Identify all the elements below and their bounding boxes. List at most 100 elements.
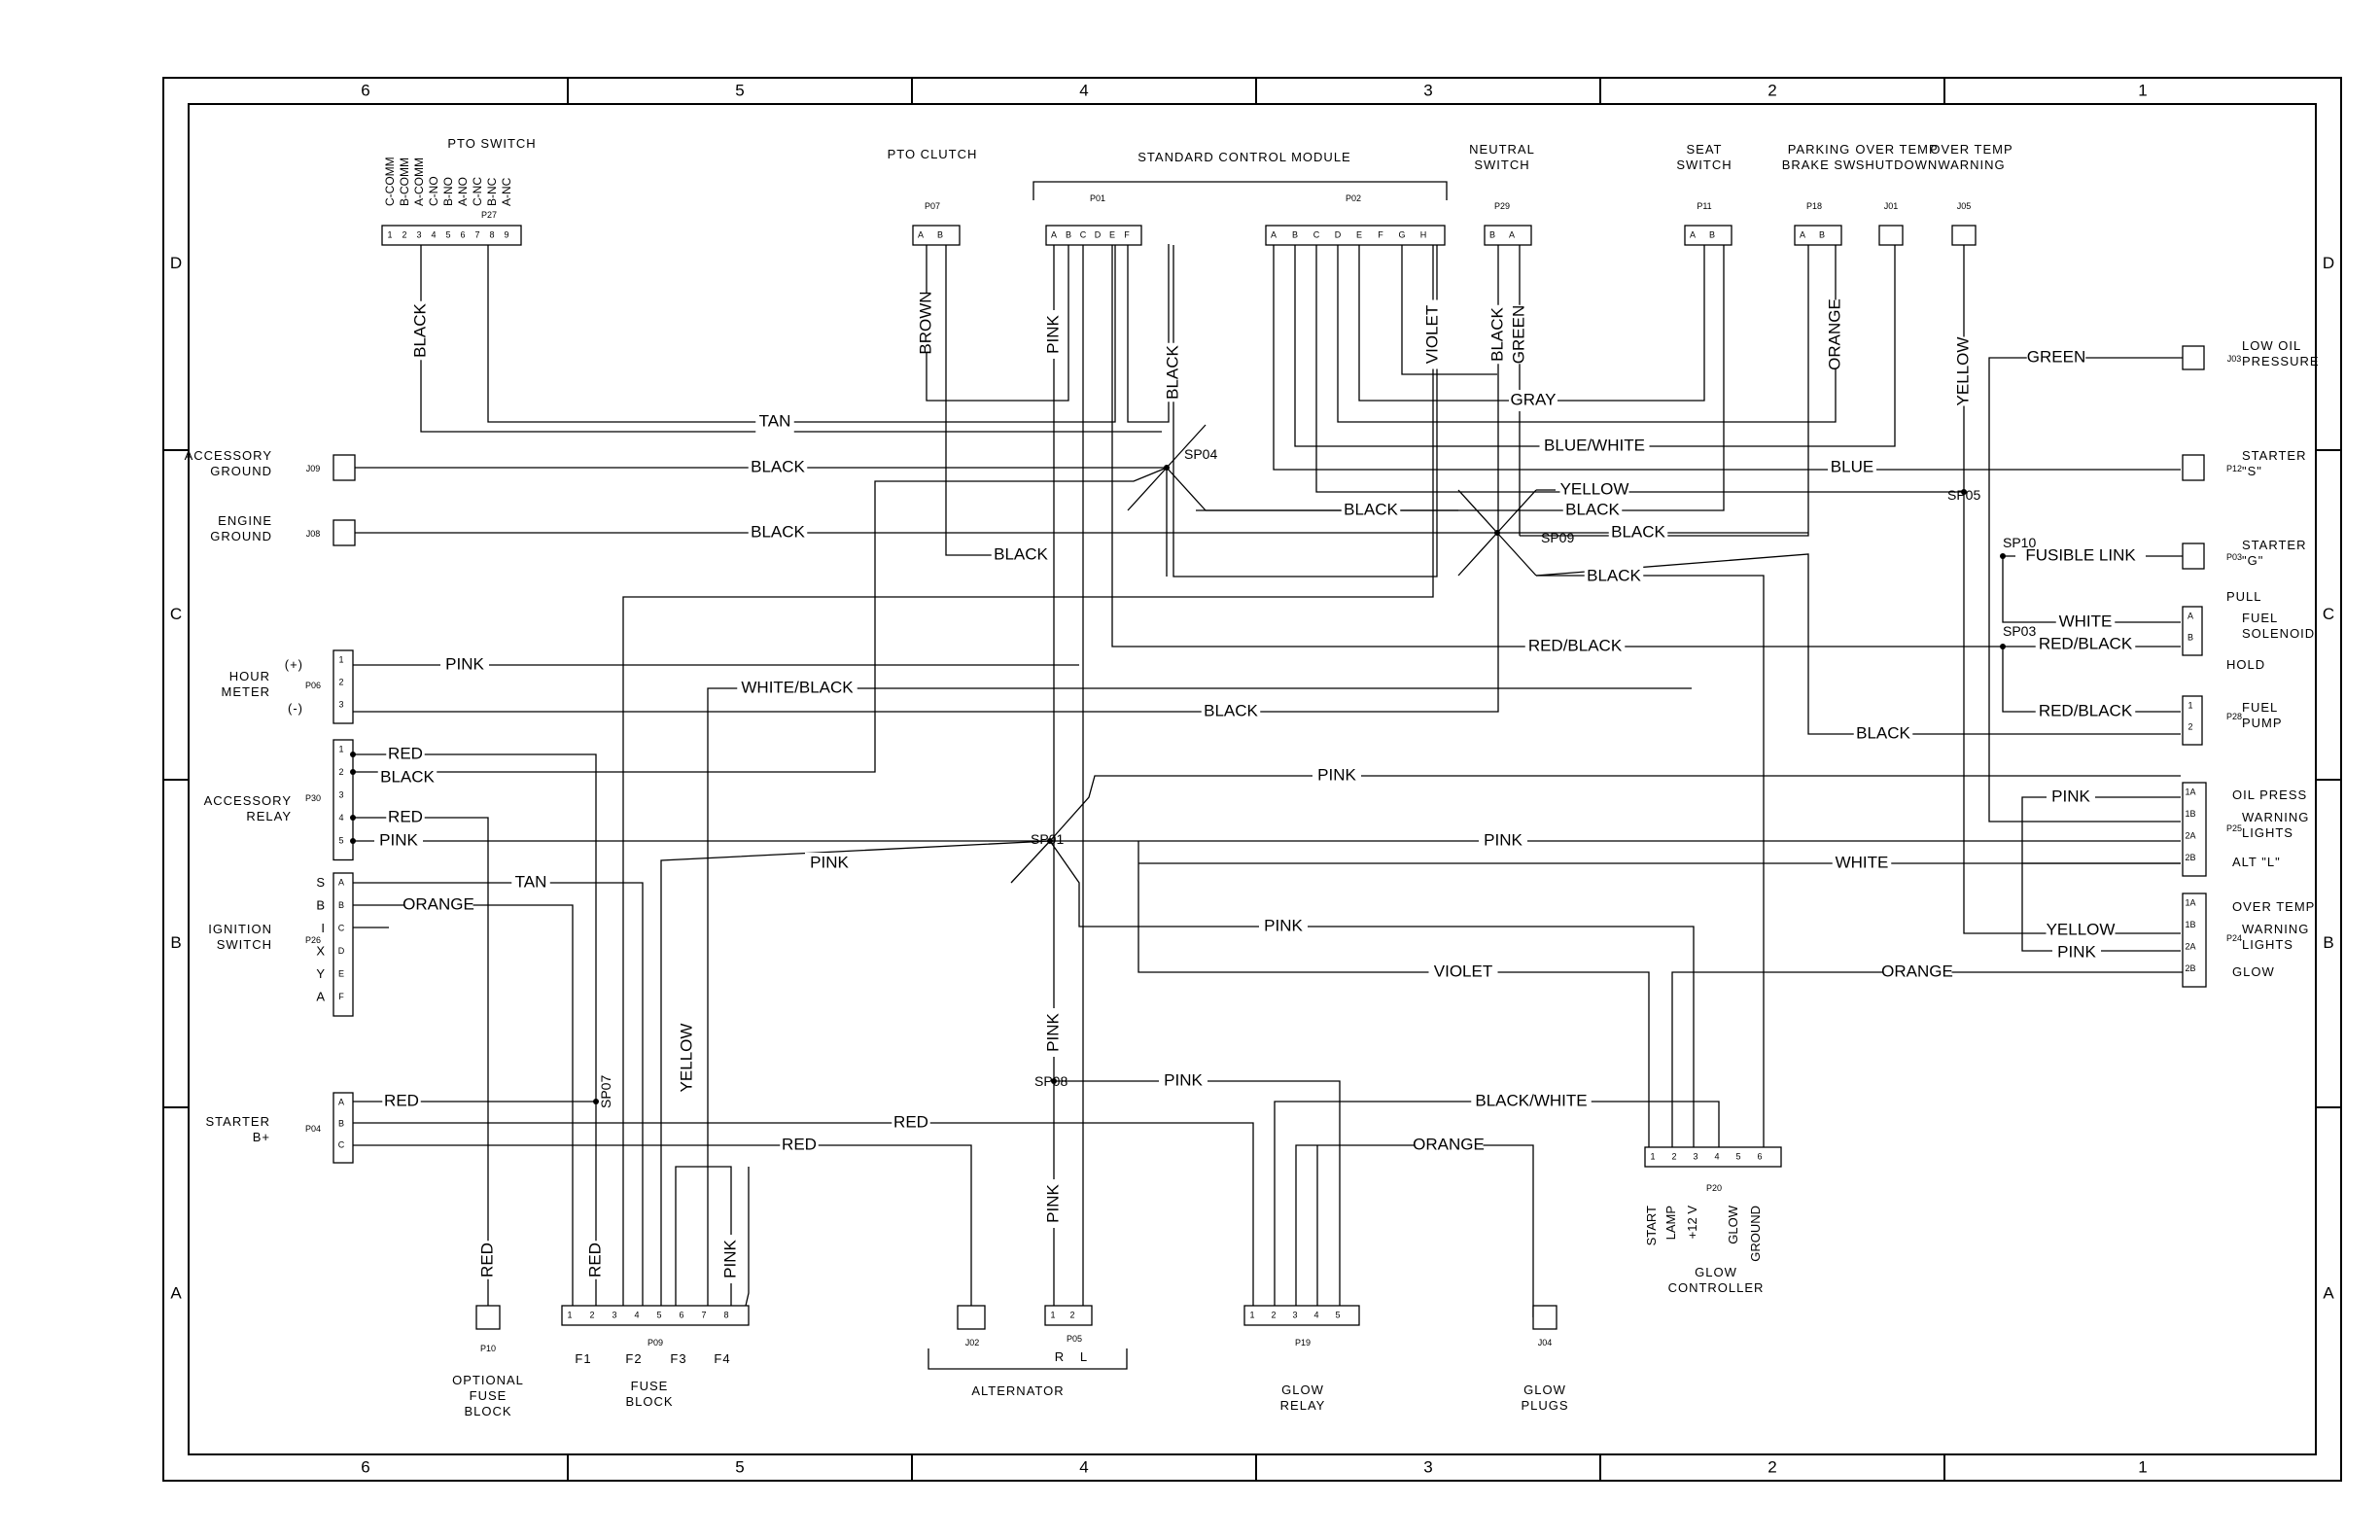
splice-id: SP07 (598, 1075, 613, 1108)
pin-label: B (1292, 229, 1298, 239)
splice-dot (593, 1099, 599, 1104)
splice-dot (2000, 553, 2006, 559)
pin-label: 4 (634, 1310, 639, 1319)
pin-label: 4 (338, 813, 343, 822)
splice-id: SP04 (1184, 446, 1217, 462)
wire-label: GREEN (1509, 305, 1527, 364)
low-oil-pressure-title: LOW OIL (2242, 338, 2301, 353)
pin-label: 7 (701, 1310, 706, 1319)
label-background (477, 1241, 499, 1279)
label-background (755, 411, 794, 433)
module-bracket (1032, 181, 1448, 200)
wire-label: PINK (1043, 315, 1062, 354)
starter-s-title: STARTER (2242, 448, 2306, 463)
connector-id: J09 (306, 464, 321, 473)
grid-column-label: 4 (1079, 1457, 1088, 1476)
wire-label: RED (388, 744, 423, 762)
pin-label: 5 (656, 1310, 661, 1319)
wire-tan (487, 245, 1116, 423)
wire-gray-left (1358, 245, 1705, 402)
pin-label: A (918, 229, 924, 239)
pin-label: 2A (2185, 830, 2195, 840)
label-background (374, 830, 423, 852)
grid-column-label: 2 (1768, 1457, 1776, 1476)
label-background (403, 894, 473, 916)
wire-green-j03 (1988, 357, 2183, 822)
accessory-ground-connector (332, 454, 356, 481)
hour-meter-plus: (+) (285, 657, 303, 672)
grid-column-label: 3 (1423, 1457, 1432, 1476)
label-background (1539, 436, 1650, 457)
pin-label: 5 (338, 835, 343, 845)
connector-id: P07 (925, 201, 940, 211)
fuel-pump-connector (2182, 695, 2203, 746)
wire-label: BLACK (1611, 522, 1665, 541)
over-temp-warning-title: OVER TEMP (1930, 142, 2012, 157)
parking-brake-title: PARKING (1788, 142, 1851, 157)
glow-controller-pin-name: +12 V (1685, 1206, 1699, 1240)
pto-clutch-connector (912, 225, 961, 246)
pin-label: 1 (567, 1310, 572, 1319)
connector-id: P25 (2226, 823, 2242, 833)
wire-label: GRAY (1511, 390, 1557, 408)
label-background (382, 1091, 421, 1112)
splice-dot (350, 838, 356, 844)
pin-label: A (1271, 229, 1277, 239)
wire-black-p01 (1172, 245, 1438, 578)
pin-label: E (1109, 229, 1115, 239)
wire-label: ORANGE (1881, 962, 1953, 980)
wire-gray (1401, 245, 1497, 375)
pto-switch-pin-name: B-NC (485, 177, 499, 206)
wire-pink-sp08 (1054, 1080, 1341, 1306)
wire-label: BLACK (751, 522, 805, 541)
label-background (2035, 634, 2136, 655)
wire-label: BLACK (1488, 306, 1506, 361)
wire-label: PINK (720, 1240, 739, 1278)
pin-label: 7 (474, 229, 479, 239)
optional-fuse-block-title: FUSE (470, 1388, 508, 1403)
fuse-label: F1 (575, 1351, 591, 1366)
engine-ground-connector (332, 519, 356, 546)
connector-id: P11 (1697, 201, 1711, 211)
wire-label: RED/BLACK (2039, 634, 2133, 652)
wire-label: PINK (379, 830, 418, 849)
pin-label: B (1066, 229, 1071, 239)
pin-label: 5 (1735, 1151, 1740, 1161)
label-background (916, 293, 937, 353)
wire-label: YELLOW (677, 1024, 695, 1093)
seat-switch-connector (1684, 225, 1732, 246)
label-background (677, 1023, 698, 1093)
grid-row-label: B (170, 933, 181, 952)
splice-id: SP03 (2003, 623, 2036, 639)
pin-label: D (1335, 229, 1342, 239)
wire-label: BLACK (751, 457, 805, 475)
pin-label: A (2188, 611, 2193, 620)
pin-label: 1 (338, 654, 343, 664)
warning-lights-title: WARNING (2242, 810, 2309, 824)
connector-id: P19 (1295, 1338, 1311, 1348)
pin-label: B (1819, 229, 1825, 239)
label-background (440, 654, 489, 676)
pin-label: F (338, 992, 344, 1001)
label-background (1584, 566, 1644, 587)
wire-label: ORANGE (1413, 1135, 1485, 1153)
connector-id: J05 (1957, 201, 1972, 211)
pin-label: 2B (2185, 853, 2195, 862)
wire-tan-ign (353, 882, 644, 1306)
pin-label: 2 (1671, 1151, 1676, 1161)
ignition-position-label: A (316, 990, 326, 1004)
pin-label: 2 (1069, 1310, 1074, 1319)
fuse-label: F2 (625, 1351, 642, 1366)
glow-plugs-title: GLOW (1523, 1382, 1566, 1397)
optional-fuse-block-connector (475, 1305, 501, 1330)
pin-label: C (338, 1139, 345, 1149)
splice-dot (350, 752, 356, 757)
wire-yellow-top (1315, 245, 1963, 493)
label-background (1422, 299, 1444, 369)
hour-meter-title: METER (222, 684, 271, 699)
wire-label: BLACK (410, 302, 429, 357)
wires (353, 181, 2183, 1370)
splice-dot (1047, 838, 1053, 844)
